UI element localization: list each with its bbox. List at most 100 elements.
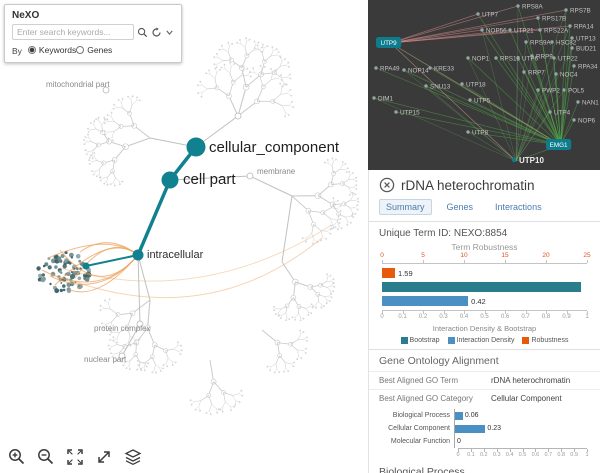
- search-icon[interactable]: [137, 27, 148, 38]
- detail-tabs: Summary Genes Interactions: [369, 196, 600, 221]
- search-input[interactable]: [12, 24, 134, 40]
- refresh-icon[interactable]: [151, 26, 162, 38]
- gene-node-utp10[interactable]: UTP10: [511, 156, 545, 165]
- gene-node-utp9[interactable]: UTP9: [376, 37, 402, 48]
- gene-node-utp7[interactable]: UTP7: [476, 12, 499, 19]
- tree-label-protein-complex[interactable]: protein complex: [94, 324, 151, 333]
- term-title: rDNA heterochromatin: [401, 177, 535, 193]
- tree-label-intracellular[interactable]: intracellular: [147, 249, 204, 261]
- gene-node-utp18[interactable]: UTP18: [460, 82, 486, 89]
- legend-robustness: Robustness: [522, 337, 568, 344]
- gene-node-emg1[interactable]: EMG1: [546, 139, 572, 150]
- gene-node-rps7b[interactable]: RPS7B: [564, 8, 591, 15]
- go-alignment-title: Gene Ontology Alignment: [379, 355, 499, 367]
- gene-node-rpa49[interactable]: RPA49: [374, 66, 400, 73]
- node-cell-part[interactable]: [161, 171, 179, 189]
- radio-icon[interactable]: [76, 46, 85, 54]
- tab-summary[interactable]: Summary: [379, 199, 432, 215]
- gene-node-dim1[interactable]: DIM1: [372, 96, 394, 103]
- gene-node-utp5[interactable]: UTP5: [468, 98, 491, 105]
- zoom-out-button[interactable]: [35, 446, 57, 468]
- gene-node-nop14[interactable]: NOP14: [402, 68, 429, 75]
- svg-text:POL5: POL5: [568, 88, 585, 95]
- gene-node-snu13[interactable]: SNU13: [424, 84, 451, 91]
- svg-text:RPS13: RPS13: [500, 56, 520, 63]
- svg-text:RRP9: RRP9: [536, 54, 553, 61]
- gene-node-utp15[interactable]: UTP15: [394, 110, 420, 117]
- robustness-axis-title: Interaction Density & Bootstrap: [432, 324, 537, 333]
- node-cellular-component[interactable]: [186, 137, 206, 157]
- gene-node-rps22a[interactable]: RPS22A: [538, 28, 569, 35]
- tree-label-cellular-component[interactable]: cellular_component: [209, 139, 340, 156]
- ontology-tree-panel[interactable]: mitochondrial part cellular_component ce…: [0, 0, 368, 473]
- gene-node-rrp7[interactable]: RRP7: [522, 70, 545, 77]
- bar-bootstrap: [382, 282, 587, 292]
- gene-node-kre33[interactable]: KRE33: [428, 66, 454, 73]
- search-by-label: By: [12, 45, 22, 56]
- gene-node-rps9a[interactable]: RPS9A: [524, 40, 551, 47]
- tab-interactions[interactable]: Interactions: [495, 202, 542, 212]
- svg-text:EMG1: EMG1: [550, 142, 568, 149]
- zoom-in-button[interactable]: [6, 446, 28, 468]
- svg-text:UTP13: UTP13: [576, 36, 596, 43]
- svg-text:NOC4: NOC4: [560, 72, 578, 79]
- gene-node-rpa34[interactable]: RPA34: [572, 64, 598, 71]
- gene-node-rps13[interactable]: RPS13: [494, 56, 520, 63]
- gene-node-nop56[interactable]: NOP56: [480, 28, 507, 35]
- gene-node-hsc82[interactable]: HSC82: [550, 40, 577, 47]
- gene-node-rps8a[interactable]: RPS8A: [516, 4, 543, 11]
- gene-node-utp21[interactable]: UTP21: [508, 28, 534, 35]
- gene-node-utp13[interactable]: UTP13: [570, 36, 596, 43]
- svg-text:RPS22A: RPS22A: [544, 28, 569, 35]
- gene-node-bud21[interactable]: BUD21: [570, 46, 597, 53]
- gene-node-pol5[interactable]: POL5: [562, 88, 585, 95]
- close-icon[interactable]: [379, 177, 395, 193]
- tree-label-cell-part[interactable]: cell part: [183, 171, 236, 188]
- gene-node-rrp9[interactable]: RRP9: [530, 54, 553, 61]
- tree-branches: [83, 37, 360, 416]
- biological-process-title: Biological Process: [379, 466, 465, 473]
- bar-robustness: 1.59: [382, 268, 587, 278]
- svg-text:BUD21: BUD21: [576, 46, 597, 53]
- node-cluster-root[interactable]: [82, 262, 90, 270]
- svg-text:NOP56: NOP56: [486, 28, 507, 35]
- gene-node-nop6[interactable]: NOP6: [572, 118, 596, 125]
- robustness-chart-title: Term Robustness: [451, 242, 518, 252]
- layers-button[interactable]: [122, 446, 144, 468]
- fit-to-screen-button[interactable]: [64, 446, 86, 468]
- gene-node-rps17b[interactable]: RPS17B: [536, 16, 566, 23]
- diagonal-resize-button[interactable]: [93, 446, 115, 468]
- radio-icon[interactable]: [27, 46, 36, 54]
- search-mode-genes[interactable]: Genes: [76, 45, 112, 55]
- gene-node-utp8[interactable]: UTP8: [466, 130, 489, 137]
- gene-node-utp22[interactable]: UTP22: [552, 56, 578, 63]
- tab-genes[interactable]: Genes: [446, 202, 474, 212]
- gene-node-rpa14[interactable]: RPA14: [568, 24, 594, 31]
- svg-text:HSC82: HSC82: [556, 40, 577, 47]
- gene-node-utp6[interactable]: UTP6: [516, 56, 539, 63]
- gene-node-nan1[interactable]: NAN1: [576, 100, 599, 107]
- search-mode-keywords[interactable]: Keywords: [27, 45, 76, 55]
- gene-node-nop1[interactable]: NOP1: [466, 56, 490, 63]
- svg-text:NOP14: NOP14: [408, 68, 429, 75]
- node-intracellular[interactable]: [132, 249, 144, 261]
- ontology-tree-graphic[interactable]: [0, 0, 368, 473]
- gene-node-utp4[interactable]: UTP4: [548, 110, 571, 117]
- tree-label-membrane[interactable]: membrane: [257, 167, 296, 176]
- chevron-down-icon[interactable]: [165, 28, 174, 37]
- app-title: NeXO: [12, 10, 40, 21]
- tree-label-mitochondrial-part[interactable]: mitochondrial part: [46, 80, 110, 89]
- tree-label-nuclear-part[interactable]: nuclear part: [84, 355, 127, 364]
- svg-text:PWP2: PWP2: [542, 88, 560, 95]
- svg-text:UTP6: UTP6: [522, 56, 539, 63]
- gene-node-noc4[interactable]: NOC4: [554, 72, 578, 79]
- gene-cluster[interactable]: [36, 250, 92, 294]
- gene-node-pwp2[interactable]: PWP2: [536, 88, 560, 95]
- svg-text:KRE33: KRE33: [434, 66, 454, 73]
